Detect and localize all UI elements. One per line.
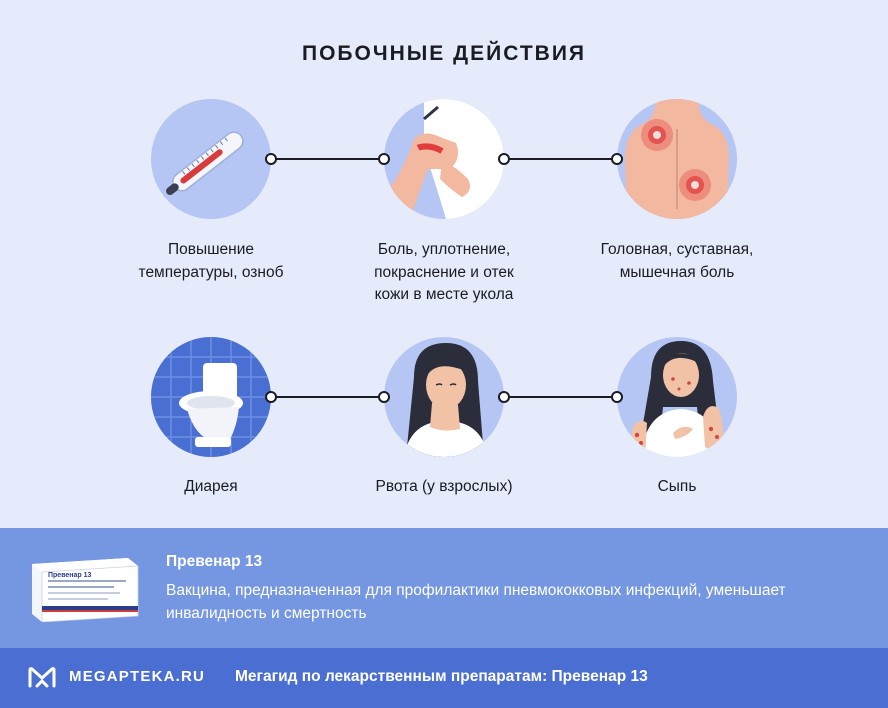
- connector-1-2: [271, 158, 384, 160]
- footer-guide-title: Мегагид по лекарственным препаратам: Пре…: [235, 668, 648, 685]
- product-name: Превенар 13: [166, 553, 263, 570]
- connector-dot: [378, 153, 390, 165]
- footer-bar: [0, 648, 888, 708]
- package-brand-text: Превенар 13: [48, 572, 92, 579]
- connector-dot: [265, 391, 277, 403]
- product-package: Превенар 13: [28, 556, 140, 623]
- footer-brand[interactable]: MEGAPTEKA.RU: [69, 668, 206, 685]
- effect-label-rash: Сыпь: [657, 478, 697, 495]
- effect-label-pain: Головная, суставная, мышечная боль: [600, 241, 754, 281]
- effect-circle-pain: [617, 99, 737, 219]
- injection-site-icon: [384, 99, 504, 219]
- effect-label-fever: Повышение температуры, озноб: [138, 241, 284, 281]
- connector-4-5: [271, 396, 384, 398]
- effect-circle-rash: [617, 337, 737, 457]
- effect-circle-diarrhea: [151, 337, 271, 457]
- connector-2-3: [504, 158, 617, 160]
- connector-dot: [611, 153, 623, 165]
- toilet-icon: [151, 337, 271, 457]
- effect-circle-vomiting: [384, 337, 504, 457]
- connector-dot: [498, 391, 510, 403]
- connector-5-6: [504, 396, 617, 398]
- page-title: ПОБОЧНЫЕ ДЕЙСТВИЯ: [301, 42, 587, 65]
- thermometer-icon: [166, 131, 244, 196]
- vaccine-box-icon: Превенар 13: [32, 558, 139, 623]
- connector-dot: [611, 391, 623, 403]
- effect-circle-injection: [384, 99, 504, 219]
- connector-dot: [378, 391, 390, 403]
- effect-label-vomiting: Рвота (у взрослых): [375, 478, 513, 495]
- megapteka-logo-icon[interactable]: [28, 666, 56, 688]
- effect-circle-fever: [151, 99, 271, 219]
- effect-label-injection: Боль, уплотнение, покраснение и отек кож…: [374, 241, 514, 303]
- back-pain-icon: [625, 99, 729, 219]
- connector-dot: [498, 153, 510, 165]
- product-description: Вакцина, предназначенная для профилактик…: [166, 582, 786, 622]
- rash-woman-icon: [627, 341, 724, 457]
- connector-dot: [265, 153, 277, 165]
- effect-label-diarrhea: Диарея: [184, 478, 238, 495]
- product-band: [0, 528, 888, 648]
- nausea-woman-icon: [404, 343, 488, 457]
